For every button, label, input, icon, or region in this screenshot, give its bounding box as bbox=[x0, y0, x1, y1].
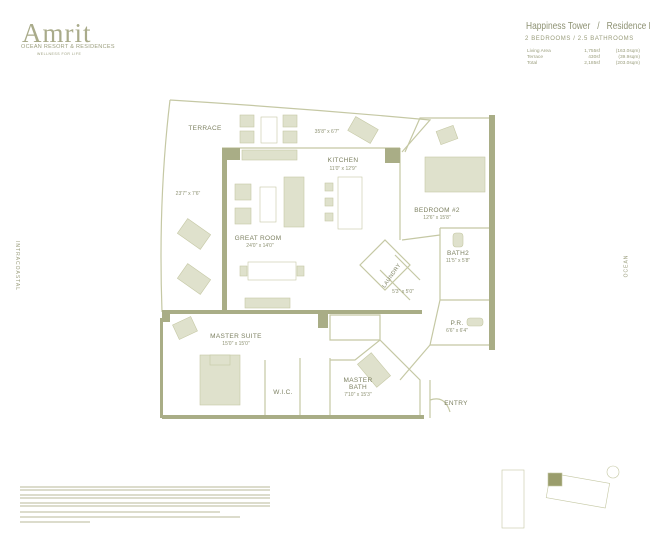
brand-logo: Amrit bbox=[22, 18, 92, 48]
powder-room-dimension: 6'6" x 6'4" bbox=[446, 328, 468, 334]
area-sqm: (163.0sqm) (39.9sqm) (203.0sqm) bbox=[604, 49, 640, 67]
wall-segment bbox=[160, 318, 163, 418]
area-label: Total bbox=[527, 61, 538, 66]
area-sqft: 1,755sf 430sf 2,185sf bbox=[578, 49, 600, 67]
area-sqm-value: (39.9sqm) bbox=[618, 55, 640, 60]
key-plan bbox=[501, 465, 620, 529]
wall-segment bbox=[162, 310, 170, 322]
area-sqm-value: (163.0sqm) bbox=[615, 49, 640, 54]
terrace-side-dimension: 23'7" x 7'6" bbox=[175, 191, 201, 197]
bedroom-2-dimension: 12'6" x 15'8" bbox=[423, 215, 451, 221]
bath-2-dimension: 11'5" x 5'8" bbox=[445, 258, 471, 264]
orientation-intracoastal: INTRACOASTAL bbox=[13, 241, 20, 291]
area-label: Living Area bbox=[527, 49, 551, 54]
laundry-dimension: 5'3" x 5'0" bbox=[392, 289, 414, 295]
area-sqft-value: 1,755sf bbox=[584, 49, 600, 54]
residence-name: Residence E bbox=[606, 20, 650, 32]
room-label-entry: ENTRY bbox=[444, 400, 468, 407]
terrace-top-dimension: 35'8" x 6'7" bbox=[314, 129, 340, 135]
wall-segment bbox=[318, 310, 328, 328]
title-separator: / bbox=[597, 20, 600, 32]
tower-name: Happiness Tower bbox=[526, 20, 591, 32]
room-label-bedroom-2: BEDROOM #2 bbox=[414, 207, 460, 214]
kitchen-dimension: 11'0" x 12'9" bbox=[329, 166, 357, 172]
area-sqft-value: 430sf bbox=[588, 55, 600, 60]
room-label-great-room: GREAT ROOM bbox=[234, 235, 282, 242]
area-labels: Living Area Terrace Total bbox=[527, 49, 551, 67]
wall-segment bbox=[162, 310, 422, 314]
orientation-ocean: OCEAN bbox=[623, 254, 630, 278]
room-label-master-bath: MASTER BATH bbox=[343, 377, 373, 391]
great-room-dimension: 24'0" x 14'0" bbox=[246, 243, 274, 249]
room-label-terrace: TERRACE bbox=[188, 125, 222, 132]
wall-segment bbox=[162, 415, 424, 419]
room-label-kitchen: KITCHEN bbox=[327, 157, 359, 164]
wall-segment bbox=[489, 115, 495, 350]
wall-segment bbox=[222, 148, 227, 313]
beds-baths: 2 BEDROOMS / 2.5 BATHROOMS bbox=[525, 36, 634, 42]
room-label-powder-room: P.R. bbox=[450, 320, 464, 327]
master-suite-dimension: 15'0" x 15'0" bbox=[222, 341, 250, 347]
terrace-outline-top bbox=[169, 99, 432, 153]
area-sqft-value: 2,185sf bbox=[584, 61, 600, 66]
residence-title: Happiness Tower / Residence E bbox=[526, 20, 650, 32]
area-label: Terrace bbox=[527, 55, 543, 60]
unit-highlight bbox=[547, 472, 563, 487]
brand-subtitle: OCEAN RESORT & RESIDENCES bbox=[21, 44, 115, 50]
master-bath-dimension: 7'10" x 15'3" bbox=[344, 392, 372, 398]
furniture bbox=[172, 114, 486, 406]
room-label-wic: W.I.C. bbox=[273, 389, 293, 396]
brand-tagline: WELLNESS FOR LIFE bbox=[37, 52, 82, 56]
room-label-bath-2: BATH2 bbox=[447, 250, 469, 257]
area-sqm-value: (203.0sqm) bbox=[615, 61, 640, 66]
terrace-outline-left bbox=[160, 99, 171, 313]
room-label-master-suite: MASTER SUITE bbox=[210, 333, 262, 340]
wall-segment bbox=[385, 148, 400, 163]
